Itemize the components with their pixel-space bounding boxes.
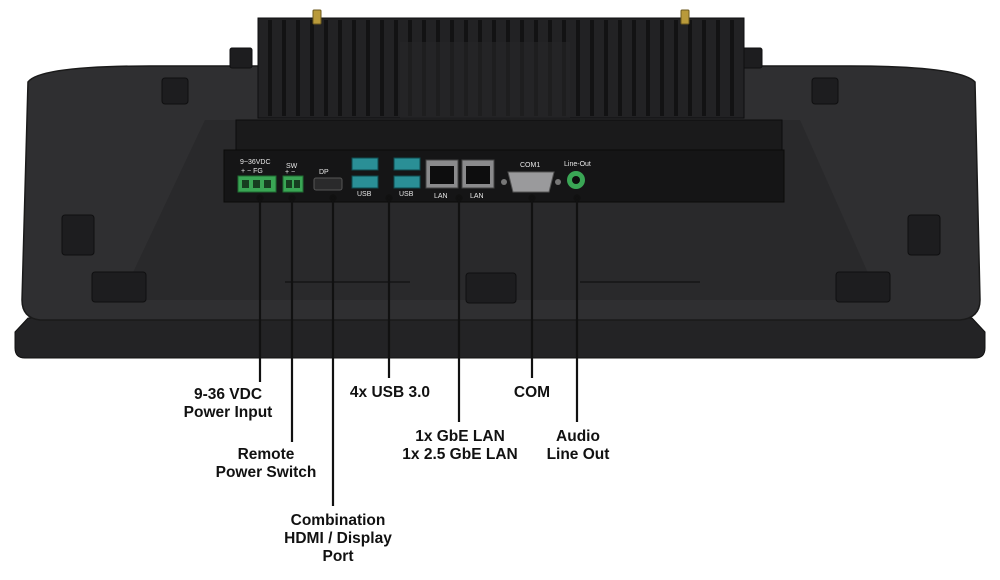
callout-com: COM — [492, 384, 572, 402]
audio-jack — [567, 171, 585, 189]
callout-display-port-line-1: Combination — [290, 512, 386, 529]
callout-power-input-line-1: 9-36 VDC — [193, 386, 263, 403]
callout-usb-line-1: 4x USB 3.0 — [349, 384, 431, 401]
callout-display-port-line-3: Port — [322, 548, 354, 565]
antenna-connectors — [312, 9, 690, 25]
silk-usb-label-2: USB — [399, 191, 414, 198]
panel-bezel — [14, 317, 986, 359]
leader-lines — [256, 194, 581, 506]
silk-power-pins: + − FG — [241, 168, 263, 175]
callout-audio-line-2: Line Out — [546, 446, 610, 463]
silk-dp-label: DP — [319, 169, 329, 176]
callout-power-input-line-2: Power Input — [183, 404, 273, 421]
switch-terminal-block — [282, 175, 304, 193]
display-port — [313, 177, 343, 191]
silk-switch-pins: + − — [285, 169, 295, 176]
silk-lan-label-1: LAN — [434, 193, 448, 200]
callout-remote-switch: Remote Power Switch — [206, 446, 326, 482]
callout-audio-line-1: Audio — [556, 428, 600, 445]
silk-power-label: 9~36VDC — [240, 159, 271, 166]
heatsink-center-plate — [400, 42, 570, 118]
callout-lan-line-1: 1x GbE LAN — [415, 428, 505, 445]
silk-audio-label: Line-Out — [564, 161, 591, 168]
mounting-tabs — [61, 47, 941, 304]
callout-remote-switch-line-1: Remote — [237, 446, 295, 463]
power-terminal-block — [237, 175, 277, 193]
io-panel — [223, 149, 785, 203]
callout-audio: Audio Line Out — [530, 428, 626, 464]
callout-lan-line-2: 1x 2.5 GbE LAN — [402, 446, 518, 463]
callout-display-port-line-2: HDMI / Display — [284, 530, 392, 547]
callout-remote-switch-line-2: Power Switch — [215, 464, 317, 481]
callout-lan: 1x GbE LAN 1x 2.5 GbE LAN — [392, 428, 528, 464]
silk-usb-label-1: USB — [357, 191, 372, 198]
callout-display-port: Combination HDMI / Display Port — [268, 512, 408, 566]
callout-usb: 4x USB 3.0 — [332, 384, 448, 402]
silk-lan-label-2: LAN — [470, 193, 484, 200]
lan-ports — [425, 159, 495, 189]
callout-power-input: 9-36 VDC Power Input — [168, 386, 288, 422]
usb-ports — [351, 157, 421, 189]
silk-com-label: COM1 — [520, 162, 540, 169]
callout-com-line-1: COM — [513, 384, 551, 401]
silk-switch-label: SW — [286, 163, 298, 170]
com-port — [501, 171, 561, 193]
